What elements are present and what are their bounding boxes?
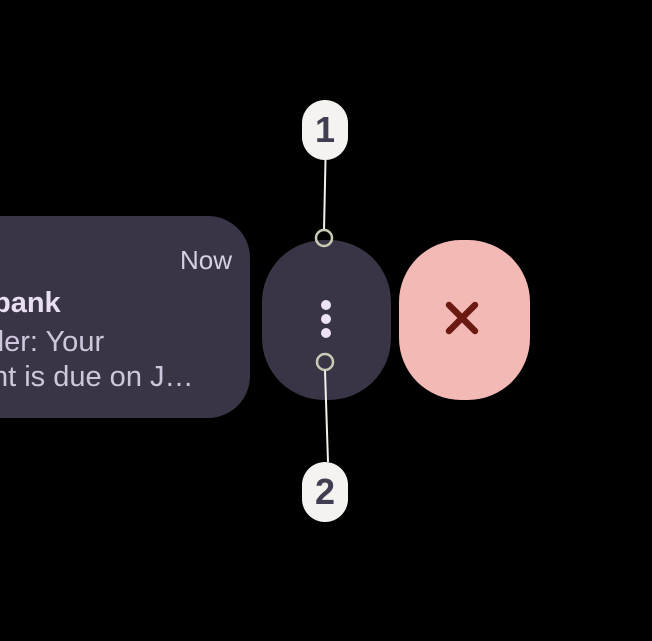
close-icon <box>445 301 479 335</box>
callout-badge-1-label: 1 <box>314 109 336 150</box>
ellipsis-dot <box>321 314 331 324</box>
dismiss-notification-button[interactable] <box>399 240 530 400</box>
callout-badge-2: 2 <box>302 462 348 522</box>
ellipsis-dot <box>321 328 331 338</box>
vertical-ellipsis-icon <box>321 300 331 378</box>
notification-body-line2: nt is due on J… <box>0 361 194 393</box>
ellipsis-dot <box>321 300 331 310</box>
callout-badge-2-label: 2 <box>314 471 336 512</box>
notification-body-line1: der: Your <box>0 326 105 358</box>
callout-badge-1: 1 <box>302 100 348 160</box>
overflow-menu-button[interactable] <box>262 240 391 400</box>
notification-timestamp: Now <box>179 245 232 275</box>
notification-title: bank <box>0 287 61 319</box>
close-icon-strokes <box>445 301 479 335</box>
notification-card[interactable] <box>0 216 250 418</box>
callout-line-1 <box>323 159 327 231</box>
